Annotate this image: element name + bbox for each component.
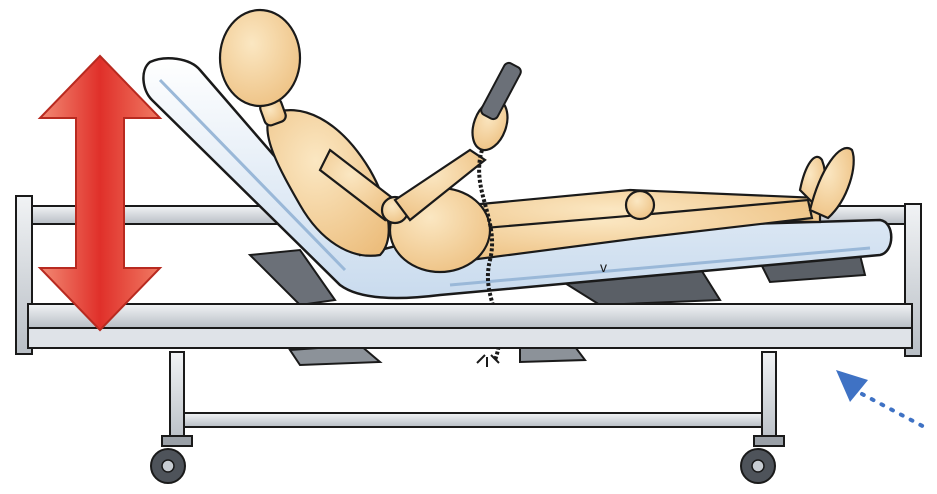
wheel-right <box>741 449 775 483</box>
dotted-pointer-arrow-icon <box>836 370 930 430</box>
bed-base <box>162 352 784 446</box>
double-vertical-arrow-icon <box>40 56 160 330</box>
mattress-mark: v <box>600 259 607 275</box>
wheel-left <box>151 449 185 483</box>
